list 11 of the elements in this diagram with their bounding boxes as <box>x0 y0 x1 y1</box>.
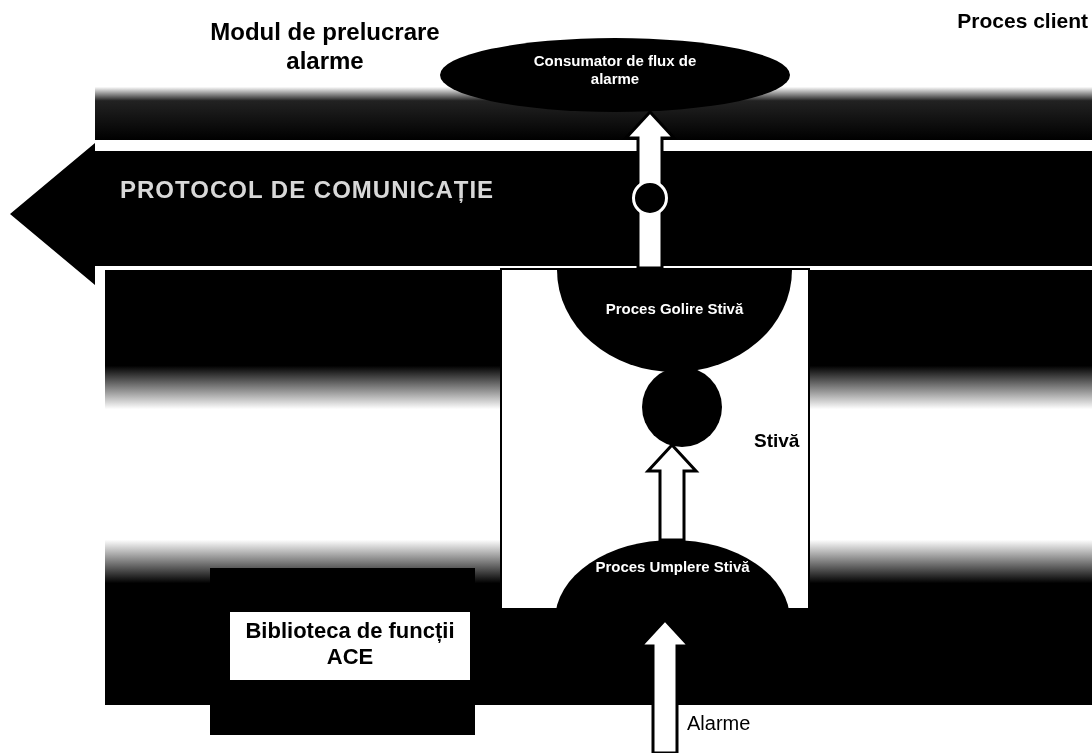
arrow <box>644 442 700 542</box>
module-panel <box>105 270 1092 705</box>
band-label: PROTOCOL DE COMUNICAȚIE <box>120 176 495 205</box>
protocol-band-arrow <box>10 143 1092 285</box>
panel-heading: Proces client <box>957 8 1088 34</box>
process-label: Consumator de flux de alarme <box>532 52 698 88</box>
module-title: Modul de prelucrare alarme <box>209 18 441 76</box>
process-label: Proces Golire Stivă <box>604 300 745 318</box>
process-label: Proces Umplere Stivă <box>594 558 751 576</box>
stack-label: Stivă <box>754 430 800 453</box>
library-label: Biblioteca de funcții ACE <box>244 618 456 671</box>
